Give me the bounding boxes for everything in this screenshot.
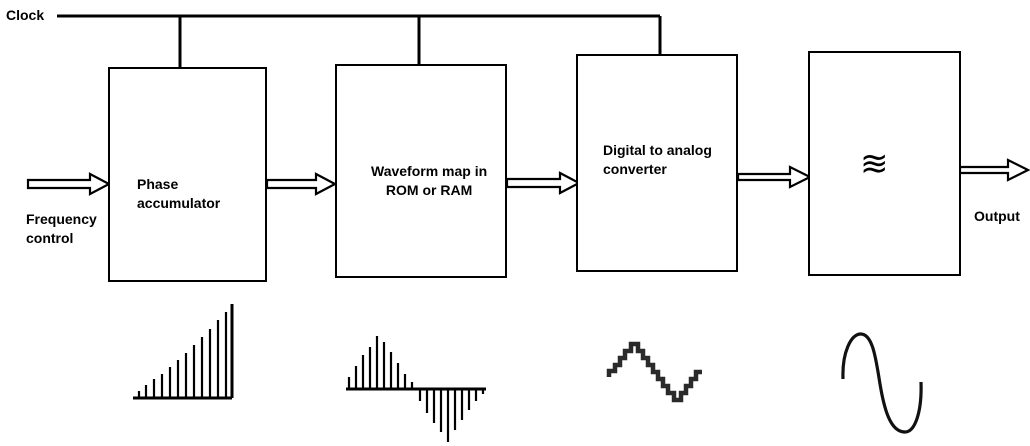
output-arrow-icon [958,158,1030,182]
output-label: Output [974,208,1020,224]
arrow-dac-to-filter-icon [736,165,813,189]
phase-accumulator-block: Phase accumulator [108,67,267,282]
ramp-bars-icon [133,304,234,400]
dac-label: Digital to analog converter [603,142,712,177]
sampled-sine-bars-icon [346,336,486,442]
dac-block: Digital to analog converter [576,54,738,272]
arrow-phase-to-map-icon [265,172,338,196]
frequency-control-label: Frequency control [26,211,97,246]
lowpass-filter-icon: ≋ [860,144,889,184]
clock-bus [57,14,662,68]
clock-label: Clock [6,7,45,23]
input-arrow-icon [26,172,112,196]
waveform-map-label: Waveform map in ROM or RAM [371,163,488,198]
waveform-map-block: Waveform map in ROM or RAM [335,64,507,278]
arrow-map-to-dac-icon [505,171,582,195]
smooth-sine-icon [841,332,923,434]
staircase-sine-icon [606,341,702,403]
filter-block: ≋ [808,51,961,276]
phase-accumulator-label: Phase accumulator [137,176,221,211]
